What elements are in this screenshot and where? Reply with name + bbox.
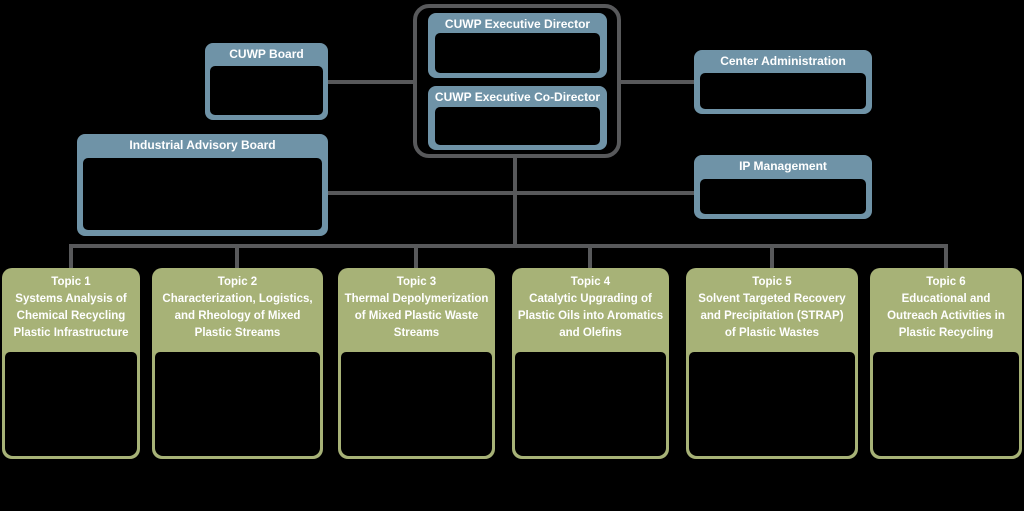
topic-3-description: Thermal Depolymerization of Mixed Plasti… bbox=[344, 293, 489, 339]
ip-management-name-area bbox=[700, 179, 866, 214]
box-topic-4: Topic 4 Catalytic Upgrading of Plastic O… bbox=[512, 268, 669, 459]
executive-group-frame bbox=[413, 4, 621, 158]
connector-stub-topic-2 bbox=[235, 244, 239, 270]
box-center-administration: Center Administration bbox=[694, 50, 872, 114]
connector-board-to-executive bbox=[328, 80, 413, 84]
topic-5-description: Solvent Targeted Recovery and Precipitat… bbox=[698, 293, 846, 339]
topic-3-label: Topic 3 bbox=[396, 276, 437, 288]
connector-executive-to-admin bbox=[621, 80, 694, 84]
executive-co-director-title: CUWP Executive Co-Director bbox=[434, 90, 601, 104]
connector-stub-topic-4 bbox=[588, 244, 592, 270]
box-topic-1: Topic 1 Systems Analysis of Chemical Rec… bbox=[2, 268, 140, 459]
topic-4-description: Catalytic Upgrading of Plastic Oils into… bbox=[517, 293, 664, 339]
executive-director-name-area bbox=[435, 33, 600, 73]
industrial-advisory-board-title: Industrial Advisory Board bbox=[129, 138, 276, 152]
box-topic-6: Topic 6 Educational and Outreach Activit… bbox=[870, 268, 1022, 459]
box-topic-2: Topic 2 Characterization, Logistics, and… bbox=[152, 268, 323, 459]
connector-advisory-to-ip bbox=[328, 191, 694, 195]
executive-director-title: CUWP Executive Director bbox=[444, 17, 591, 31]
topic-2-description: Characterization, Logistics, and Rheolog… bbox=[162, 293, 313, 339]
topic-6-description: Educational and Outreach Activities in P… bbox=[887, 293, 1005, 339]
cuwp-board-title: CUWP Board bbox=[229, 47, 304, 61]
connector-topics-horizontal bbox=[69, 244, 948, 248]
executive-co-director-name-area bbox=[435, 107, 600, 145]
box-ip-management: IP Management bbox=[694, 155, 872, 219]
topic-4-members-area bbox=[515, 352, 666, 456]
topic-4-label: Topic 4 bbox=[570, 276, 611, 288]
box-industrial-advisory-board: Industrial Advisory Board bbox=[77, 134, 328, 236]
topic-6-label: Topic 6 bbox=[926, 276, 966, 288]
connector-stub-topic-1 bbox=[69, 244, 73, 270]
topic-2-label: Topic 2 bbox=[217, 276, 258, 288]
box-cuwp-board: CUWP Board bbox=[205, 43, 328, 120]
topic-1-label: Topic 1 bbox=[51, 276, 91, 288]
cuwp-board-name-area bbox=[210, 66, 323, 115]
topic-5-members-area bbox=[689, 352, 855, 456]
topic-6-members-area bbox=[873, 352, 1019, 456]
connector-stub-topic-6 bbox=[944, 244, 948, 270]
center-administration-name-area bbox=[700, 73, 866, 109]
topic-3-members-area bbox=[341, 352, 492, 456]
connector-main-vertical bbox=[513, 158, 517, 248]
box-topic-3: Topic 3 Thermal Depolymerization of Mixe… bbox=[338, 268, 495, 459]
center-administration-title: Center Administration bbox=[720, 54, 846, 68]
connector-stub-topic-3 bbox=[414, 244, 418, 270]
topic-5-label: Topic 5 bbox=[752, 276, 792, 288]
topic-1-members-area bbox=[5, 352, 137, 456]
topic-2-members-area bbox=[155, 352, 320, 456]
box-topic-5: Topic 5 Solvent Targeted Recovery and Pr… bbox=[686, 268, 858, 459]
ip-management-title: IP Management bbox=[739, 159, 827, 173]
topic-1-description: Systems Analysis of Chemical Recycling P… bbox=[13, 293, 129, 339]
box-executive-co-director: CUWP Executive Co-Director bbox=[428, 86, 607, 150]
connector-stub-topic-5 bbox=[770, 244, 774, 270]
box-executive-director: CUWP Executive Director bbox=[428, 13, 607, 78]
industrial-advisory-board-name-area bbox=[83, 158, 322, 230]
